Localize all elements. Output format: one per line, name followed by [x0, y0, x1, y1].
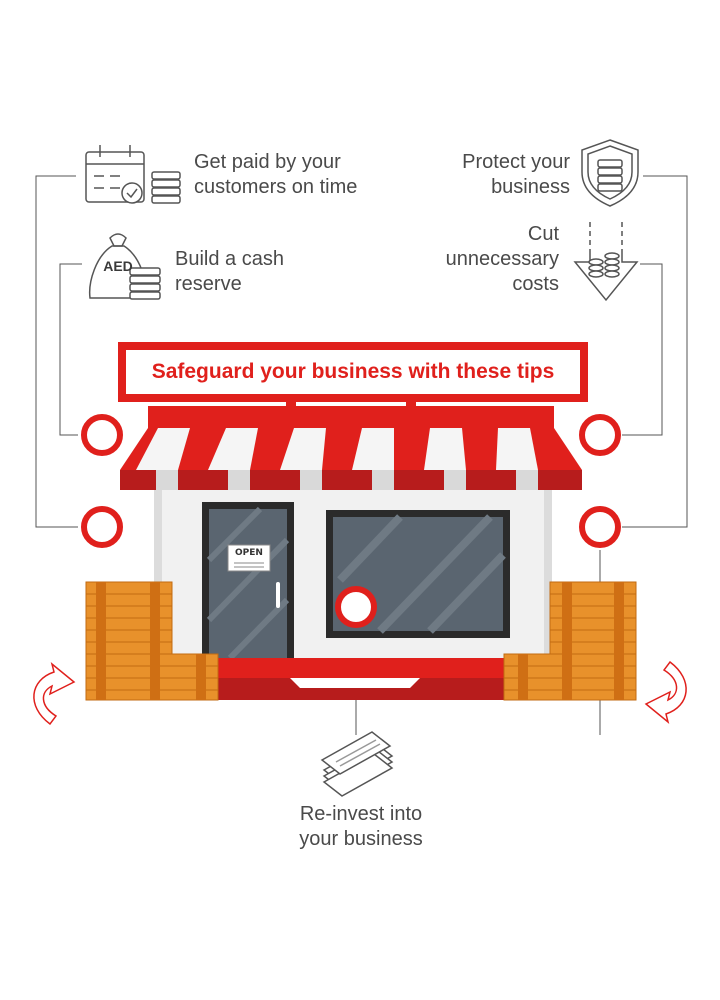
- calendar-check-coins-icon: [85, 145, 181, 204]
- tip-protect-line-1: Protect your: [462, 151, 570, 173]
- banner-title: Safeguard your business with these tips: [151, 360, 555, 383]
- shield-coins-icon: [581, 139, 639, 207]
- tip-get-paid: Get paid by your customers on time: [194, 150, 357, 200]
- marker-ring-right-top: [579, 414, 621, 456]
- tip-reinvest-line-2: your business: [299, 828, 423, 850]
- connector-cut-costs: [622, 263, 663, 436]
- marker-rings: [81, 414, 621, 628]
- tip-cut-costs-line-3: costs: [512, 273, 559, 295]
- coin-stack-left: [85, 581, 219, 701]
- tip-get-paid-line-1: Get paid by your: [194, 151, 341, 173]
- awning: [120, 428, 582, 490]
- tip-reinvest: Re-invest into your business: [256, 802, 466, 852]
- cash-stack-icon: [320, 731, 394, 797]
- cycle-arrow-left-icon: [33, 661, 76, 726]
- coins-down-arrow-icon: [573, 222, 639, 302]
- tip-cut-costs-line-1: Cut: [527, 223, 559, 245]
- marker-ring-center: [335, 586, 377, 628]
- tip-cash-reserve-line-1: Build a cash: [175, 248, 284, 270]
- coin-stack-right: [503, 581, 637, 701]
- connector-cash-reserve: [59, 263, 82, 436]
- marker-ring-left-top: [81, 414, 123, 456]
- tip-reinvest-line-1: Re-invest into: [299, 803, 423, 825]
- tip-cut-costs-line-2: unnecessary: [445, 248, 559, 270]
- tip-cash-reserve-line-2: reserve: [175, 273, 242, 295]
- door-open-sign: OPEN: [235, 548, 263, 558]
- connector-protect: [622, 175, 688, 528]
- tip-cut-costs: Cut unnecessary costs: [446, 222, 559, 297]
- connector-get-paid: [35, 175, 78, 528]
- aed-money-bag-icon: [88, 233, 161, 300]
- tip-cash-reserve: Build a cash reserve: [175, 247, 284, 297]
- shop-door: [202, 502, 294, 661]
- tip-get-paid-line-2: customers on time: [194, 176, 358, 198]
- tip-protect-line-2: business: [491, 176, 570, 198]
- shop-window: [326, 510, 510, 638]
- marker-ring-left-bottom: [81, 506, 123, 548]
- cycle-arrow-right-icon: [644, 660, 687, 725]
- marker-ring-right-bottom: [579, 506, 621, 548]
- aed-label: AED: [103, 258, 133, 274]
- banner-sign: [118, 342, 588, 410]
- tip-protect: Protect your business: [462, 150, 570, 200]
- shop-base: [216, 658, 504, 700]
